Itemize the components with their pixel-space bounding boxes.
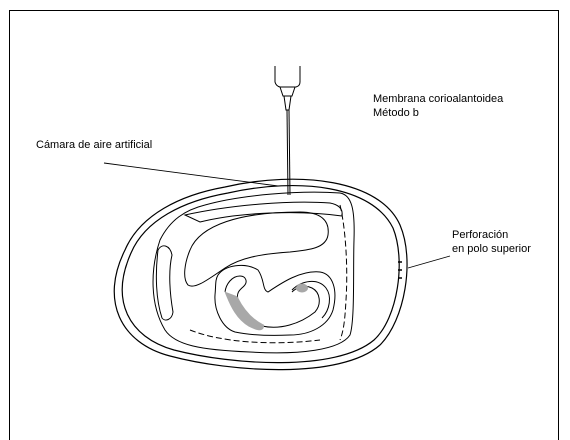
allantois-left bbox=[156, 246, 173, 320]
syringe-hub bbox=[280, 87, 295, 96]
syringe-tip bbox=[284, 96, 291, 110]
embryo-body-shade bbox=[228, 295, 262, 328]
allantois-upper bbox=[185, 212, 329, 286]
inner-membrane-right bbox=[340, 205, 347, 340]
method-label-line2: Método b bbox=[373, 106, 503, 120]
syringe-needle-edge bbox=[289, 110, 290, 195]
leader-lines bbox=[104, 163, 450, 268]
method-label-line1: Membrana corioalantoidea bbox=[373, 92, 503, 106]
syringe-barrel bbox=[275, 66, 300, 87]
perforation-label: Perforación en polo superior bbox=[452, 228, 531, 256]
embryo-eye-shade bbox=[296, 284, 308, 293]
syringe bbox=[275, 66, 300, 195]
syringe-needle bbox=[287, 110, 288, 195]
inner-membrane-bottom bbox=[190, 330, 320, 343]
air-chamber bbox=[185, 202, 342, 222]
perforation-leader bbox=[408, 256, 450, 268]
air-chamber-leader bbox=[104, 163, 278, 186]
perforation-label-line1: Perforación bbox=[452, 228, 531, 242]
air-chamber-label: Cámara de aire artificial bbox=[36, 138, 152, 152]
method-label: Membrana corioalantoidea Método b bbox=[373, 92, 503, 120]
perforation-label-line2: en polo superior bbox=[452, 242, 531, 256]
